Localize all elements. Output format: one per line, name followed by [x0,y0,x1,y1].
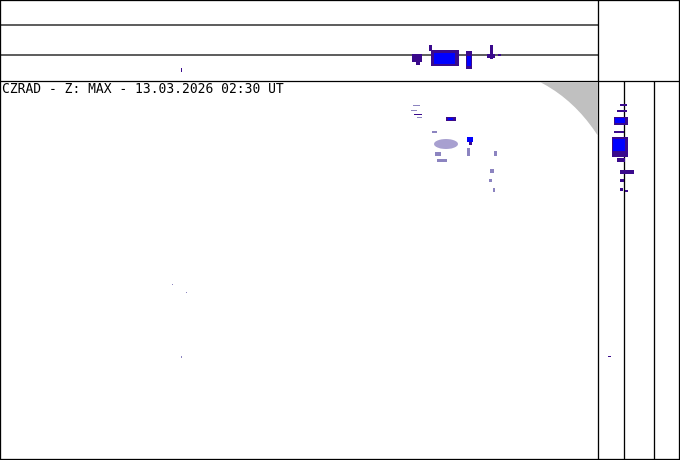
top-projection-echoes [181,45,501,72]
side-projection-echoes [608,104,634,357]
map-echoes [172,105,497,358]
radar-title: CZRAD - Z: MAX - 13.03.2026 02:30 UT [2,82,284,97]
out-of-range-area [540,82,598,136]
